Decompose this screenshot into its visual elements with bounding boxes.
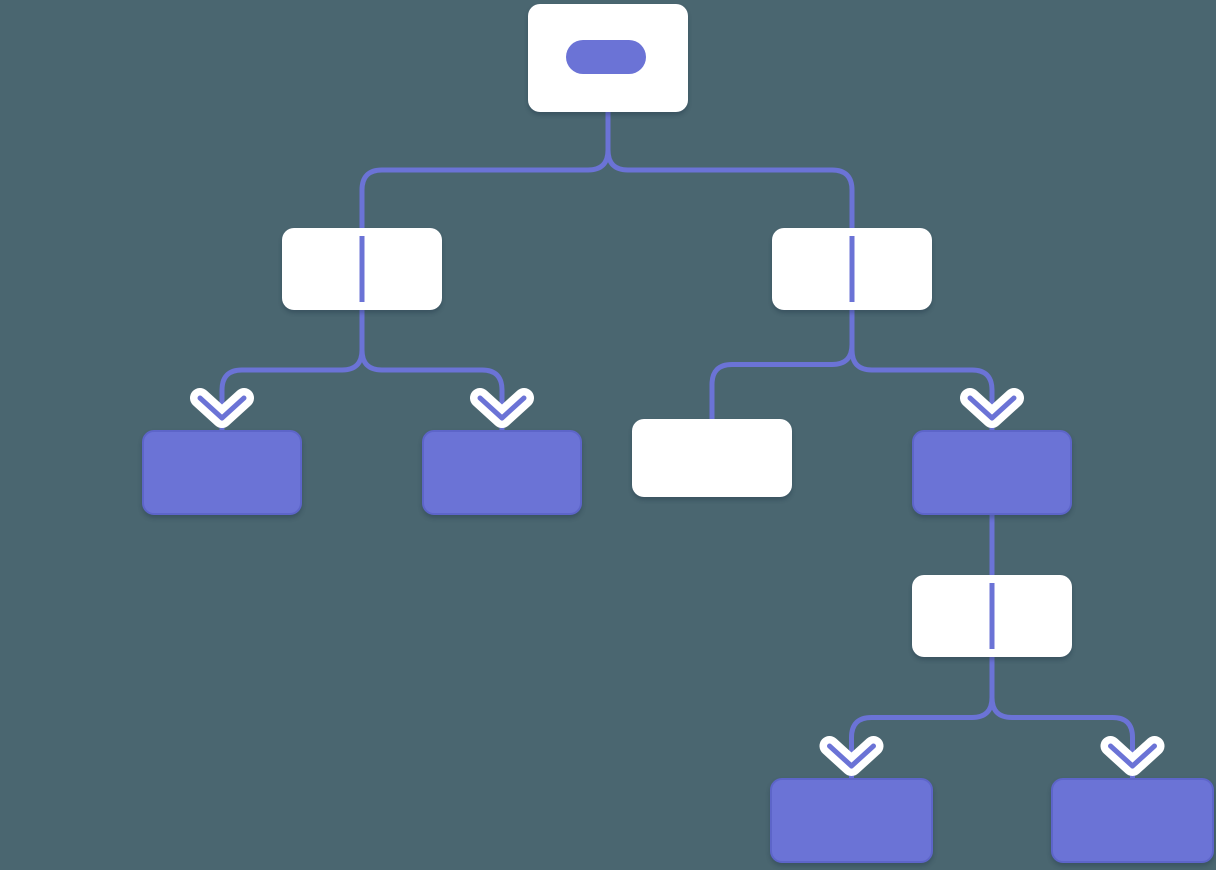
root-node[interactable] [528, 4, 688, 112]
leaf-node-1-label [144, 432, 300, 513]
sub-node-label [912, 575, 1072, 657]
arrow-marker-chevron-down-icon [470, 388, 534, 428]
edge-root-to-right [605, 112, 855, 228]
leaf-node-4-label [1053, 780, 1212, 861]
leaf-node-2[interactable] [422, 430, 582, 515]
edge-root-to-left [359, 112, 611, 228]
edge-left-to-leaf1 [219, 310, 365, 430]
leaf-node-2-label [424, 432, 580, 513]
arrow-marker-chevron-down-icon [960, 388, 1024, 428]
edge-right-to-mid [849, 310, 995, 430]
root-node-pill [566, 40, 646, 74]
arrow-marker-chevron-down-icon [190, 388, 254, 428]
arrow-marker-chevron-down-icon [819, 736, 884, 776]
edge-sub-to-leaf3 [849, 657, 995, 778]
leaf-node-4[interactable] [1051, 778, 1214, 863]
left-branch-node-label [282, 228, 442, 310]
leaf-node-3-label [772, 780, 931, 861]
leaf-node-1[interactable] [142, 430, 302, 515]
mid-node[interactable] [912, 430, 1072, 515]
arrow-marker-chevron-down-icon [1100, 736, 1165, 776]
right-branch-node[interactable] [772, 228, 932, 310]
left-branch-node[interactable] [282, 228, 442, 310]
right-branch-node-label [772, 228, 932, 310]
plain-node-label [632, 419, 792, 497]
edge-sub-to-leaf4 [989, 657, 1135, 778]
plain-node[interactable] [632, 419, 792, 497]
mid-node-label [914, 432, 1070, 513]
leaf-node-3[interactable] [770, 778, 933, 863]
edge-left-to-leaf2 [359, 310, 505, 430]
edge-right-to-plain [709, 310, 855, 419]
sub-node[interactable] [912, 575, 1072, 657]
